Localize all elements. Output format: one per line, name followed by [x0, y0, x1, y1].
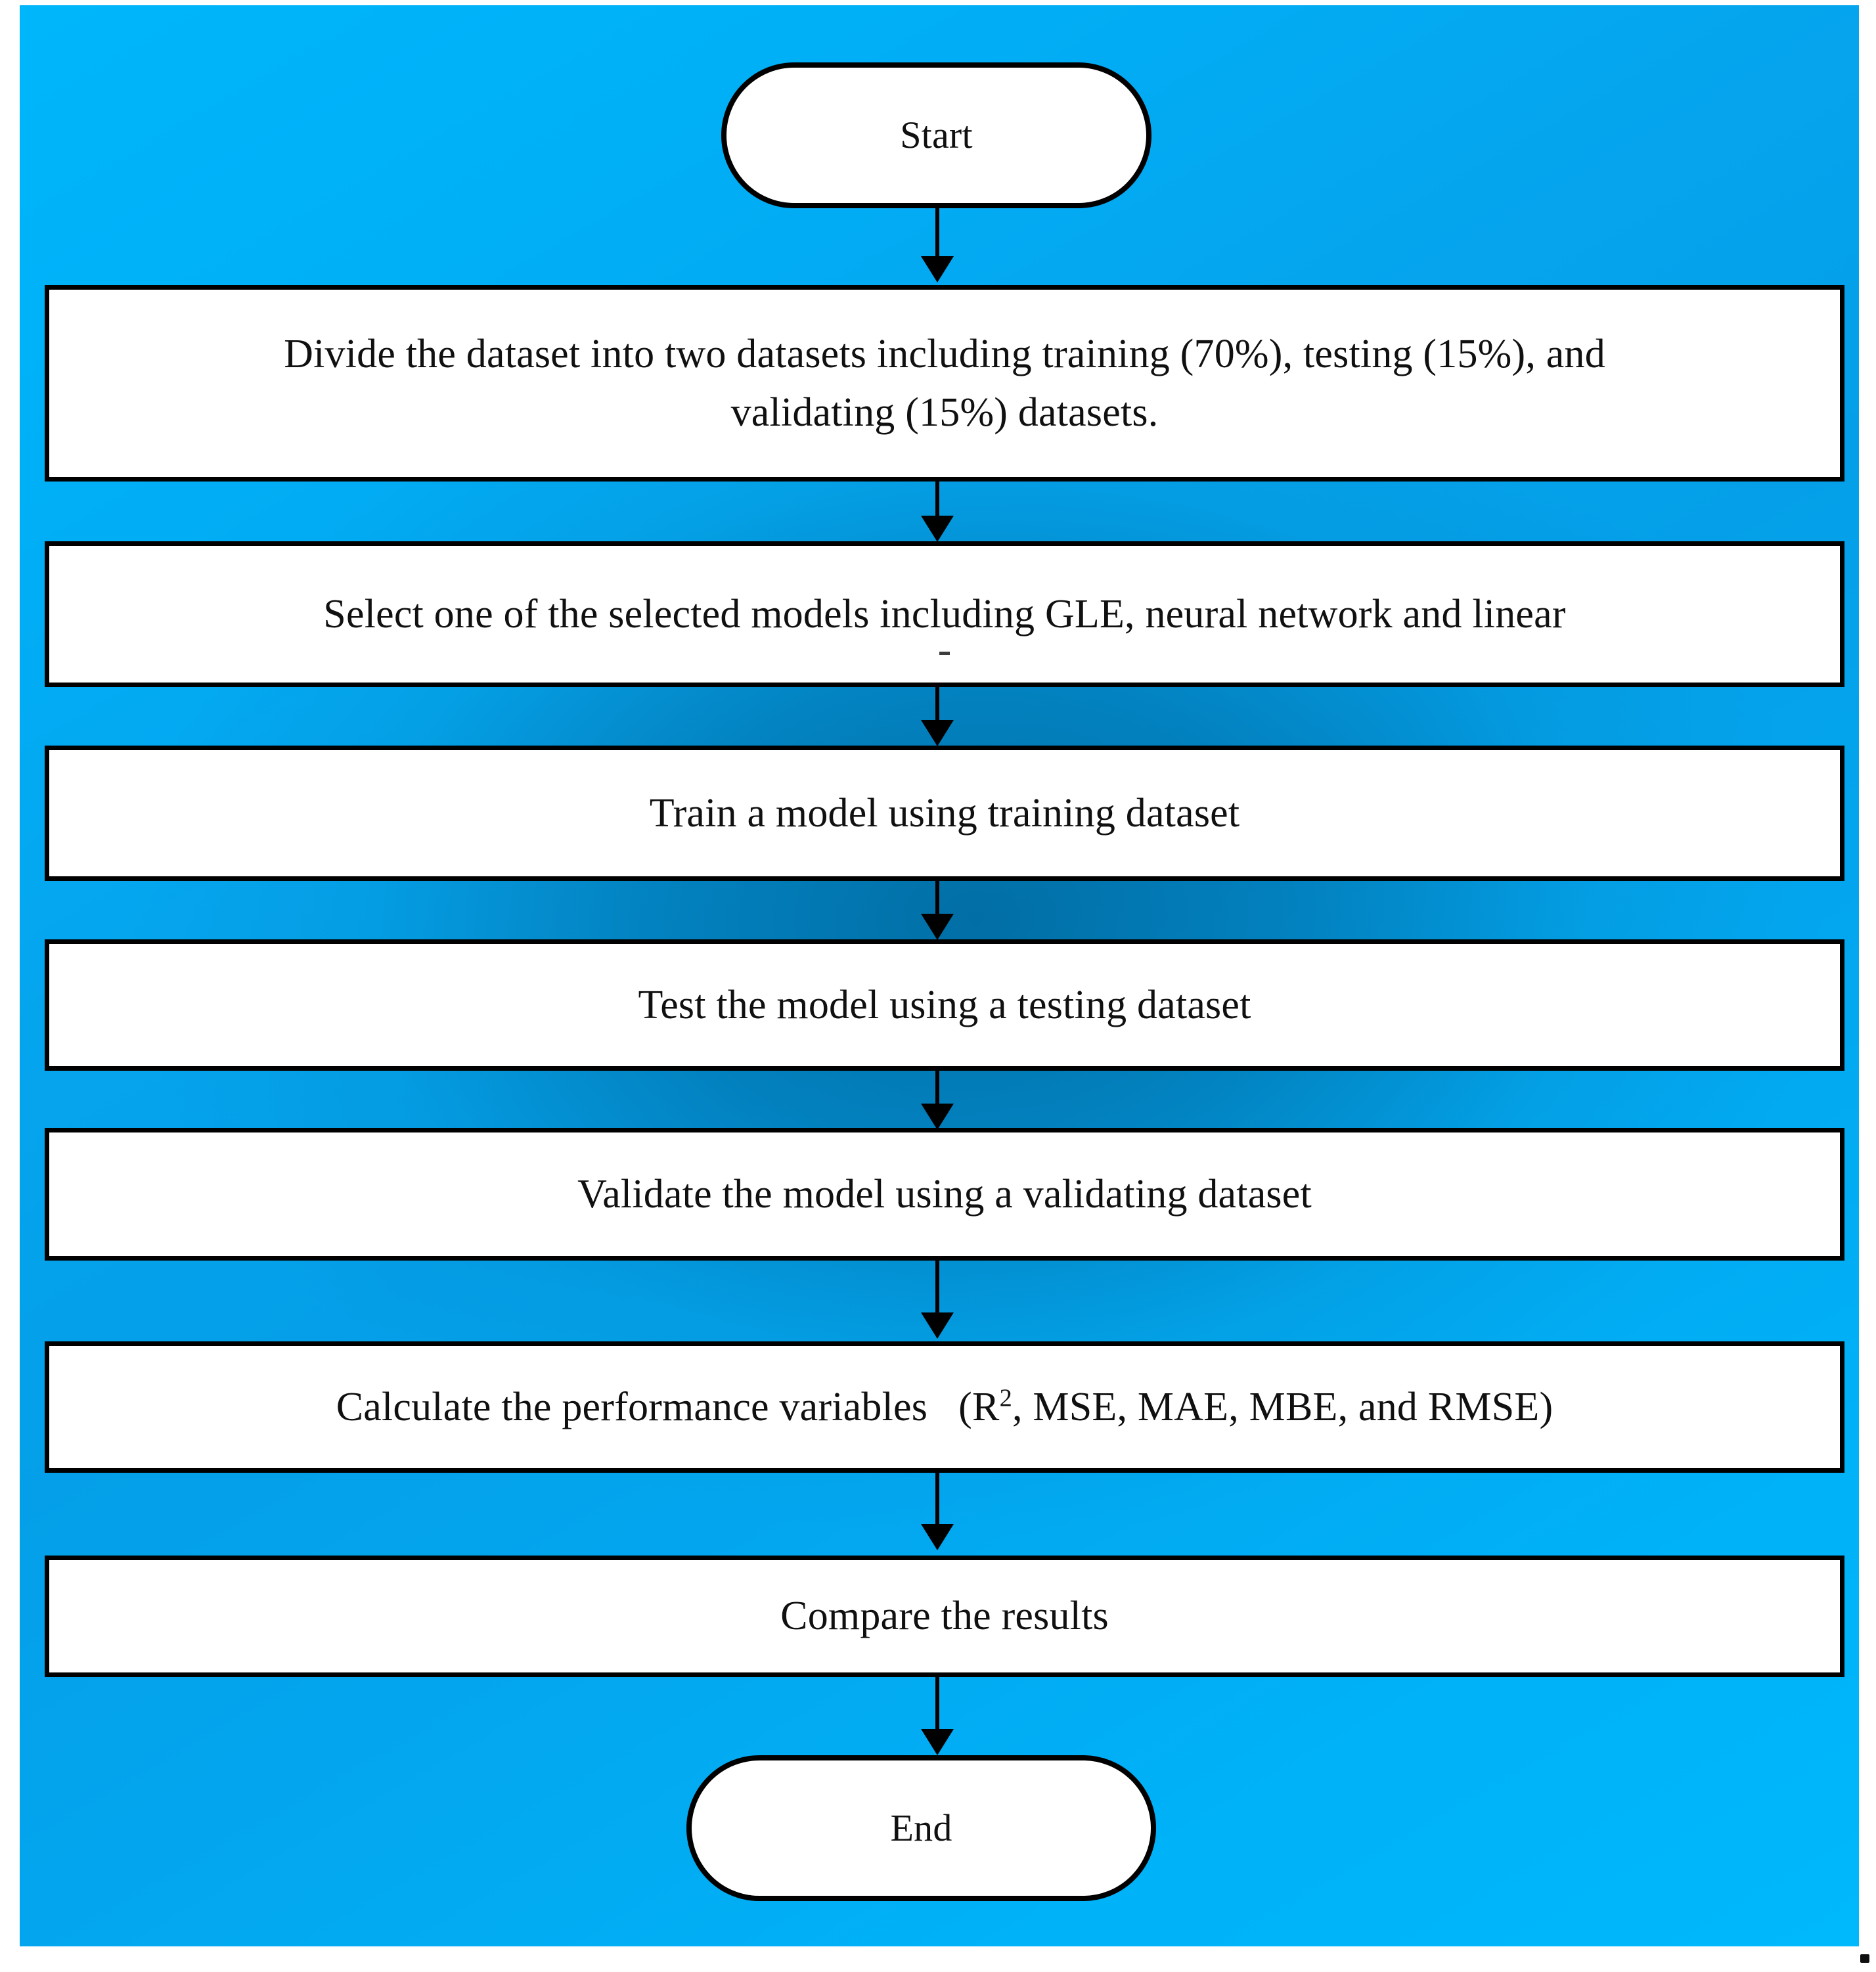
node-compare-results-label: Compare the results [780, 1594, 1109, 1639]
node-select-model: Select one of the selected models includ… [45, 541, 1844, 687]
node-divide-dataset-line2: validating (15%) datasets. [730, 390, 1159, 435]
node-start-label: Start [900, 113, 973, 156]
node-select-model-line1: Select one of the selected models includ… [323, 591, 1566, 637]
node-select-model-label: Select one of the selected models includ… [305, 585, 1584, 643]
node-start: Start [721, 62, 1151, 208]
edge-select-to-train [935, 687, 939, 732]
node-calculate-performance-metrics-superscript: 2 [999, 1384, 1012, 1412]
stray-period-mark [1860, 1954, 1869, 1963]
edge-select-to-train-arrow [921, 720, 954, 746]
edge-train-to-test-arrow [921, 914, 954, 940]
edge-start-to-divide-arrow [921, 256, 954, 282]
node-test-model: Test the model using a testing dataset [45, 939, 1844, 1071]
edge-train-to-test [935, 881, 939, 926]
edge-compare-to-end-arrow [921, 1729, 954, 1755]
node-calculate-performance-metrics-open: (R [958, 1384, 1000, 1429]
node-calculate-performance-label: Calculate the performance variables (R2,… [318, 1378, 1572, 1436]
edge-compare-to-end [935, 1677, 939, 1753]
node-calculate-performance-prefix: Calculate the performance variables [336, 1384, 928, 1429]
node-divide-dataset-label: Divide the dataset into two datasets inc… [265, 325, 1624, 441]
edge-start-to-divide [935, 208, 939, 264]
node-validate-model: Validate the model using a validating da… [45, 1128, 1844, 1261]
node-divide-dataset-line1: Divide the dataset into two datasets inc… [284, 332, 1605, 377]
node-end-label: End [890, 1806, 952, 1849]
edge-calculate-to-compare [935, 1473, 939, 1545]
edge-test-to-validate-arrow [921, 1104, 954, 1130]
edge-calculate-to-compare-arrow [921, 1524, 954, 1550]
node-validate-model-label: Validate the model using a validating da… [577, 1171, 1312, 1217]
edge-divide-to-select-arrow [921, 516, 954, 542]
node-calculate-performance: Calculate the performance variables (R2,… [45, 1341, 1844, 1473]
node-train-model-label: Train a model using training dataset [649, 790, 1240, 836]
node-calculate-performance-metrics-rest: , MSE, MAE, MBE, and RMSE) [1012, 1384, 1553, 1429]
edge-test-to-validate [935, 1071, 939, 1115]
edge-divide-to-select [935, 482, 939, 527]
node-select-model-stray-hyphen [939, 652, 950, 655]
edge-validate-to-calculate-arrow [921, 1312, 954, 1339]
edge-validate-to-calculate [935, 1261, 939, 1326]
node-compare-results: Compare the results [45, 1556, 1844, 1677]
node-end: End [686, 1755, 1156, 1901]
node-test-model-label: Test the model using a testing dataset [638, 982, 1251, 1027]
node-train-model: Train a model using training dataset [45, 746, 1844, 881]
node-divide-dataset: Divide the dataset into two datasets inc… [45, 285, 1844, 482]
